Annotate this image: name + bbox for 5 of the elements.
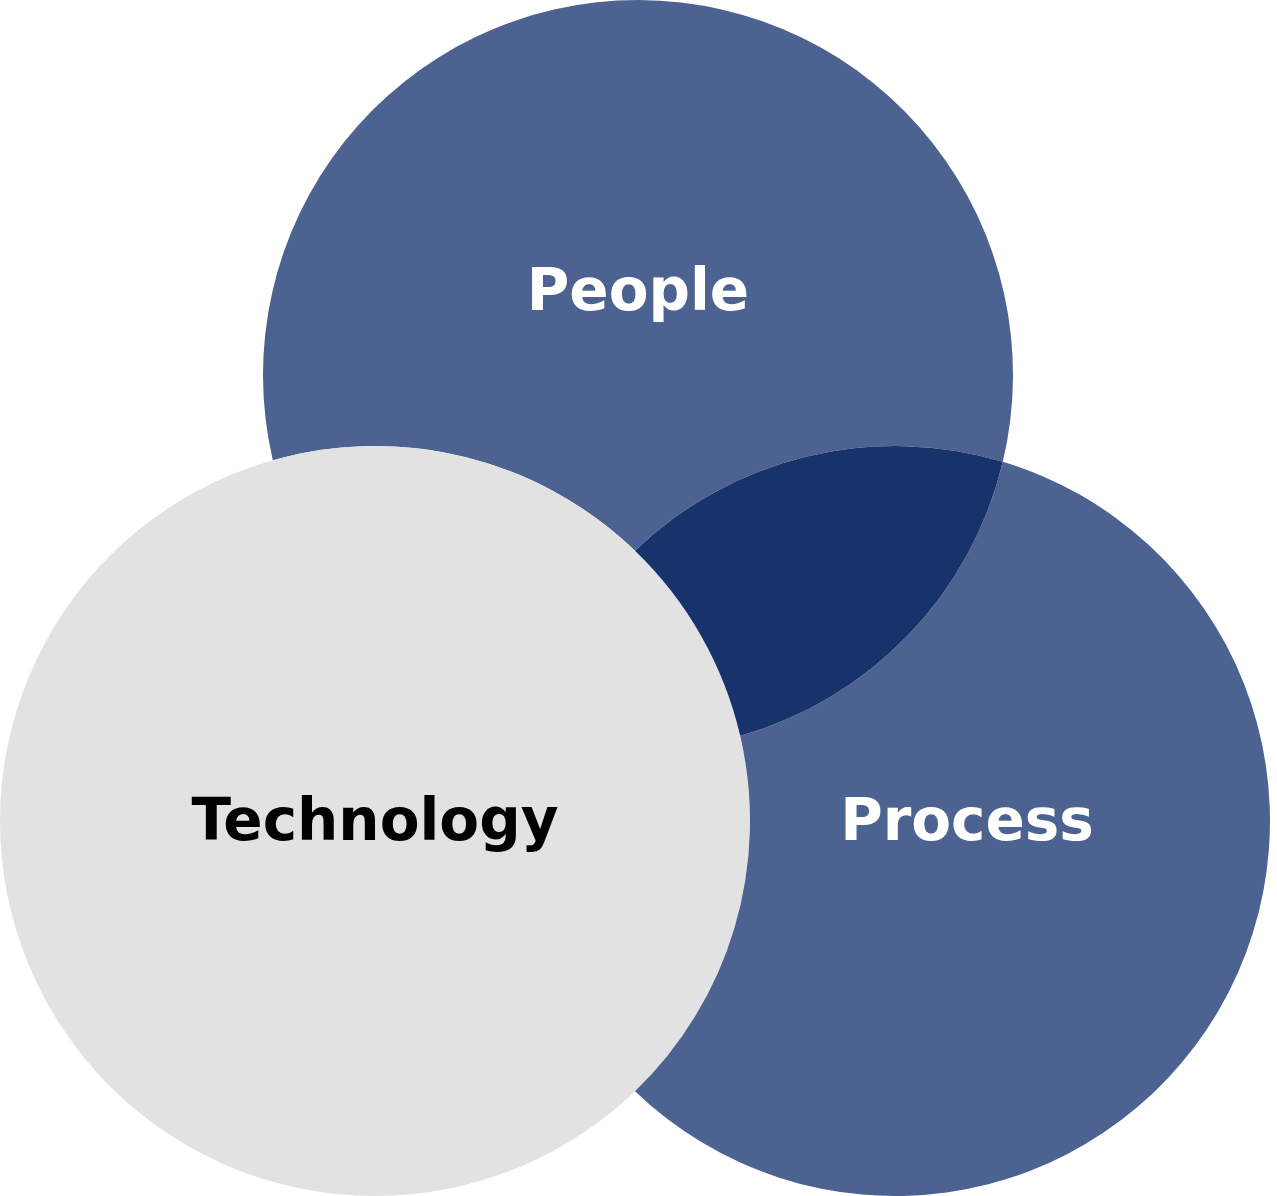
overlap-region bbox=[635, 446, 1003, 736]
circle-label: Process bbox=[840, 786, 1094, 854]
circle-label: People bbox=[526, 256, 750, 324]
venn-circle bbox=[0, 446, 750, 1196]
circle-label: Technology bbox=[191, 786, 559, 854]
